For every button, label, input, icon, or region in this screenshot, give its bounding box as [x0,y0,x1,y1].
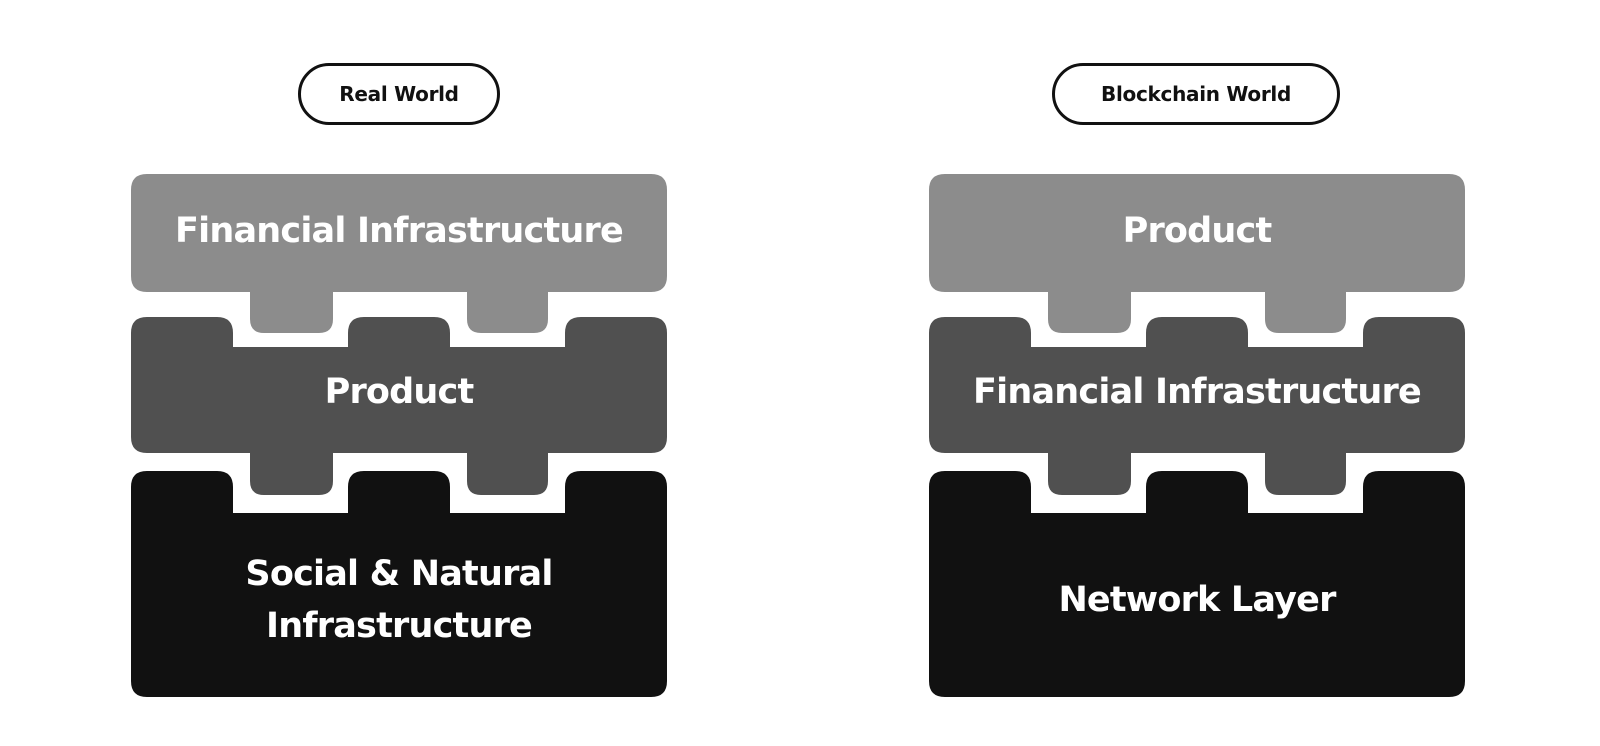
layer-3: Network Layer [929,471,1465,697]
layer-label: Product [1123,211,1272,251]
layer-label: Network Layer [1058,580,1337,620]
layer-label: Social & Natural [245,554,552,594]
puzzle-block-shape [929,317,1465,495]
layer-label: Financial Infrastructure [973,372,1421,412]
layer-1: Product [929,174,1465,333]
layer-label: Product [325,372,474,412]
blockchain-world-header: Blockchain World [1052,63,1340,125]
layer-label: Infrastructure [266,606,532,646]
puzzle-block-shape [929,471,1465,697]
layer-1: Financial Infrastructure [131,174,667,333]
puzzle-block-shape [131,317,667,495]
puzzle-block-shape [131,174,667,333]
puzzle-block-shape [929,174,1465,333]
puzzle-block-shape [131,471,667,697]
layer-label: Financial Infrastructure [175,211,623,251]
real-world-header: Real World [298,63,500,125]
layer-2: Product [131,317,667,495]
layer-2: Financial Infrastructure [929,317,1465,495]
